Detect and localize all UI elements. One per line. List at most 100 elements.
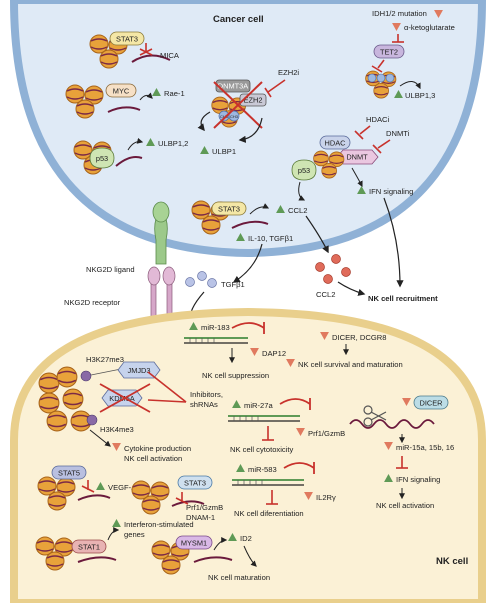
mysm1-label: MYSM1 (181, 539, 207, 548)
p53-shape (89, 147, 115, 169)
tgfb1-molecule (185, 277, 195, 287)
dnmt3a-label: DNMT3A (218, 82, 248, 91)
jmjd3-label: JMJD3 (128, 366, 151, 375)
hdaci-label: HDACi (366, 115, 390, 124)
stat3-label: STAT3 (218, 205, 240, 214)
arrow (351, 167, 363, 188)
arrow (232, 243, 263, 283)
stat1-pill (71, 539, 107, 554)
arrow (298, 181, 306, 201)
dicer-dcgr8-label: DICER, DCGR8 (332, 333, 386, 342)
ezh2i-label: EZH2i (278, 68, 299, 77)
cancer-cell: Cancer cell STAT3 MICA MYC Rae-1 DNMT3A (9, 0, 487, 258)
dna-strand (171, 500, 205, 507)
nucleosome (62, 388, 84, 410)
dna-strand (107, 106, 141, 113)
dna-strand (193, 556, 233, 563)
nk-activation-label: NK cell activation (124, 454, 182, 463)
arrow (243, 545, 257, 567)
tgfb1-molecule (197, 271, 207, 281)
inhibition-line (147, 371, 187, 403)
stat1-label: STAT1 (78, 543, 100, 552)
ch3-label: CH3 (230, 114, 239, 119)
nk-cell-membrane (10, 307, 486, 603)
inhibition-bar (371, 65, 383, 73)
dicer-pill (413, 395, 449, 410)
prf1-label: Prf1/GzmB (308, 429, 345, 438)
repression-mark (175, 492, 189, 505)
ulbp1-label: ULBP1 (212, 147, 236, 156)
shrnas-label: shRNAs (190, 400, 218, 409)
dicer-group: DICER miR-15a, 15b, 16 IFN signaling NK … (349, 395, 454, 510)
h3k27me3-label: H3K27me3 (86, 355, 124, 364)
ch3-mark (376, 73, 386, 83)
arrow (305, 215, 329, 254)
mysm1-group: MYSM1 ID2 NK cell maturation (152, 533, 270, 582)
hdac-dnmt-group: HDACi DNMTi HDAC DNMT IFN signaling (314, 115, 413, 196)
inhibitors-label: Inhibitors, (190, 390, 223, 399)
arrow (213, 537, 228, 551)
repression-mark (81, 480, 95, 493)
stat1-group: Interferon-stimulated genes STAT1 (36, 519, 194, 570)
nucleosome (38, 392, 60, 414)
survival-label: NK cell survival and maturation (298, 360, 403, 369)
nkg2d-receptor (147, 266, 176, 325)
idh-label: IDH1/2 mutation (372, 9, 427, 18)
scissors-icon (363, 405, 387, 427)
mir183-label: miR-183 (201, 323, 230, 332)
cross-out-line (213, 81, 263, 129)
dna-strand (77, 494, 111, 501)
mir583-label: miR-583 (248, 465, 277, 474)
myc-label: MYC (113, 87, 130, 96)
ezh2-label: EZH2 (244, 96, 263, 105)
tgfb1-label: TGFβ1 (221, 280, 245, 289)
dna-strand (131, 54, 171, 63)
akg-label: α-ketoglutarate (404, 23, 455, 32)
stat3-label: STAT3 (116, 35, 138, 44)
nkg2d-receptor-label: NKG2D receptor (64, 298, 121, 307)
arrow (249, 203, 270, 215)
dnmt3a-ezh2-group: DNMT3A EZH2 CH3 CH3 EZH2i ULBP1 (197, 68, 299, 156)
ulbp13-label: ULBP1,3 (405, 91, 435, 100)
stat3-ccl2-group: STAT3 CCL2 IL-10, TGFβ1 (192, 201, 307, 243)
ccl2-label: CCL2 (316, 290, 335, 299)
il10-label: IL-10, TGFβ1 (248, 234, 293, 243)
mir15-label: miR-15a, 15b, 16 (396, 443, 454, 452)
dnmti-label: DNMTi (386, 129, 410, 138)
hdac-pill (319, 135, 351, 150)
stat3-nk-group: STAT3 Prf1/GzmB DNAM-1 (132, 475, 223, 522)
inhibition-bar (372, 144, 382, 154)
inhibition-line (147, 399, 187, 403)
nk-recruitment-label: NK cell recruitment (368, 294, 438, 303)
ch3-label: CH3 (220, 114, 229, 119)
arrow (107, 527, 120, 541)
inhibition-arc (279, 398, 311, 405)
stat3-pill (109, 31, 145, 46)
inhibition-line (377, 59, 385, 69)
nk-activation-label: NK cell activation (376, 501, 434, 510)
repression-mark (139, 43, 153, 56)
ifn-label: IFN signaling (369, 187, 413, 196)
h3k27me3-mark (80, 370, 92, 382)
tgfb1-molecule (207, 278, 217, 288)
mysm1-pill (175, 535, 213, 550)
idh-tet2-group: IDH1/2 mutation α-ketoglutarate TET2 ULB… (366, 9, 455, 100)
dna-strand (77, 556, 117, 563)
arrow (399, 81, 421, 90)
isg-label: Interferon-stimulated (124, 520, 194, 529)
ccl2-molecule (323, 274, 333, 284)
interface: NKG2D ligand NKG2D receptor TGFβ1 CCL2 N… (64, 197, 438, 325)
cytotoxicity-label: NK cell cytotoxicity (230, 445, 294, 454)
stat5-label: STAT5 (58, 469, 80, 478)
ccl2-molecule (315, 262, 325, 272)
arrow (127, 137, 144, 151)
nk-cell: NK cell miR-183 DAP12 NK cell suppressio… (10, 307, 486, 603)
arrow (337, 281, 366, 296)
nkg2d-ligand-label: NKG2D ligand (86, 265, 135, 274)
stat5-group: STAT5 VEGF-A (38, 465, 137, 510)
stat5-pill (51, 465, 87, 480)
p53-ccl2-group: p53 (291, 159, 317, 201)
p53-label: p53 (298, 166, 310, 175)
h3k4me3-label: H3K4me3 (100, 425, 134, 434)
